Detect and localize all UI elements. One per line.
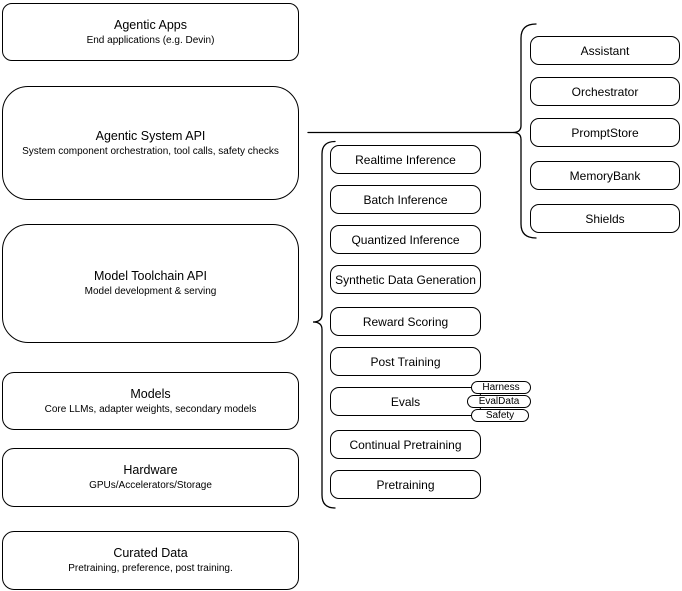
toolchain-item-quantized-inference: Quantized Inference (330, 225, 481, 254)
node-title: Hardware (123, 463, 178, 477)
system-components-brace (512, 23, 537, 239)
eval-tag-safety: Safety (471, 409, 529, 422)
toolchain-item-batch-inference: Batch Inference (330, 185, 481, 214)
node-subtitle: System component orchestration, tool cal… (22, 145, 279, 157)
component-memorybank: MemoryBank (530, 161, 680, 190)
toolchain-item-continual-pretraining: Continual Pretraining (330, 430, 481, 459)
node-subtitle: Pretraining, preference, post training. (68, 563, 233, 574)
node-subtitle: End applications (e.g. Devin) (86, 34, 215, 46)
component-shields: Shields (530, 204, 680, 233)
node-curated-data: Curated Data Pretraining, preference, po… (2, 531, 299, 590)
node-subtitle: Model development & serving (84, 286, 217, 297)
component-orchestrator: Orchestrator (530, 77, 680, 106)
node-agentic-apps: Agentic Apps End applications (e.g. Devi… (2, 3, 299, 61)
toolchain-item-realtime-inference: Realtime Inference (330, 145, 481, 174)
eval-tag-harness: Harness (471, 381, 531, 394)
toolchain-item-synthetic-data-generation: Synthetic Data Generation (330, 265, 481, 294)
toolchain-brace (312, 140, 336, 509)
node-subtitle: Core LLMs, adapter weights, secondary mo… (44, 403, 257, 415)
toolchain-item-reward-scoring: Reward Scoring (330, 307, 481, 336)
node-hardware: Hardware GPUs/Accelerators/Storage (2, 448, 299, 507)
node-model-toolchain-api: Model Toolchain API Model development & … (2, 224, 299, 343)
toolchain-item-evals: Evals (330, 387, 481, 416)
node-models: Models Core LLMs, adapter weights, secon… (2, 372, 299, 430)
toolchain-item-pretraining: Pretraining (330, 470, 481, 499)
node-title: Models (130, 386, 171, 401)
node-subtitle: GPUs/Accelerators/Storage (89, 480, 212, 491)
component-assistant: Assistant (530, 36, 680, 65)
toolchain-item-post-training: Post Training (330, 347, 481, 376)
eval-tag-evaldata: EvalData (467, 395, 531, 408)
node-title: Agentic System API (95, 128, 206, 143)
node-title: Curated Data (113, 546, 188, 560)
component-promptstore: PromptStore (530, 118, 680, 147)
node-agentic-system-api: Agentic System API System component orch… (2, 86, 299, 200)
node-title: Agentic Apps (114, 17, 187, 32)
node-title: Model Toolchain API (93, 269, 208, 283)
